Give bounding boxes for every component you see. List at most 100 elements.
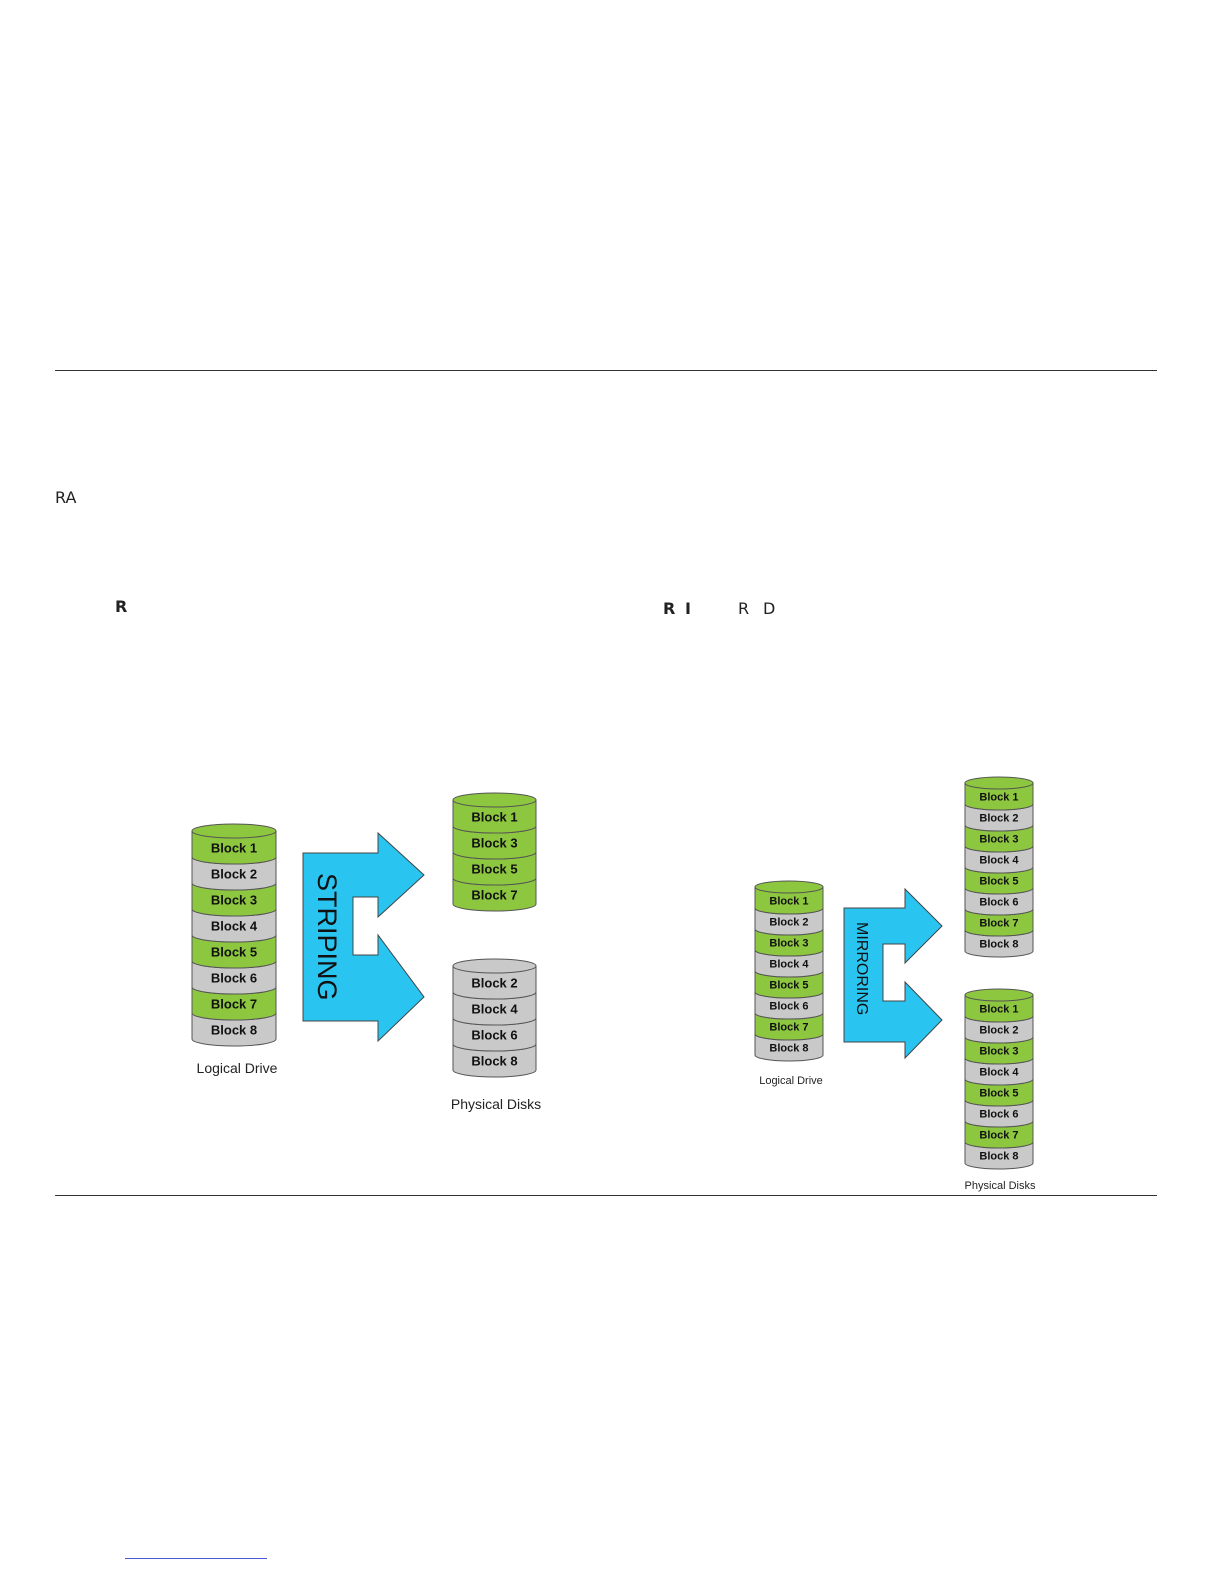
disk-segment — [191, 986, 277, 1021]
striping-physical-disk-1: Block 7 Block 5 Block 3 Block 1 — [452, 792, 537, 912]
mirroring-logical-caption: Logical Drive — [759, 1075, 823, 1087]
disk-segment — [191, 1012, 277, 1047]
disk-segment — [191, 830, 277, 865]
disk-segment — [754, 1033, 824, 1062]
disk-segment — [964, 1015, 1034, 1044]
block-label: Block 7 — [211, 996, 257, 1011]
disk-segment-top — [754, 880, 824, 894]
block-label: Block 5 — [979, 876, 1018, 888]
disk-segment — [452, 1043, 537, 1078]
block-label: Block 6 — [979, 1109, 1018, 1121]
disk-segment — [191, 856, 277, 891]
striping-logical-caption: Logical Drive — [197, 1060, 278, 1076]
block-label: Block 6 — [211, 970, 257, 985]
block-label: Block 2 — [979, 1025, 1018, 1037]
block-label: Block 8 — [211, 1022, 257, 1037]
disk-segment — [452, 851, 537, 886]
block-label: Block 3 — [769, 938, 808, 950]
disk-segment-top — [191, 823, 277, 839]
striping-physical-caption: Physical Disks — [451, 1096, 541, 1112]
block-label: Block 6 — [979, 897, 1018, 909]
block-label: Block 2 — [471, 975, 517, 990]
left-heading-fragment: R — [115, 597, 128, 616]
disk-segment — [964, 1057, 1034, 1086]
block-label: Block 2 — [979, 813, 1018, 825]
disk-segment-top — [452, 958, 537, 974]
mirroring-physical-caption: Physical Disks — [965, 1180, 1036, 1192]
block-label: Block 6 — [769, 1001, 808, 1013]
disk-segment — [964, 824, 1034, 853]
block-label: Block 4 — [979, 855, 1019, 867]
block-label: Block 7 — [769, 1022, 808, 1034]
right-heading-fragment-a: R — [663, 599, 676, 618]
disk-segment — [964, 782, 1034, 811]
mirroring-arrow-label: MIRRORING — [853, 922, 870, 1015]
disk-segment — [754, 928, 824, 957]
disk-segment — [452, 1017, 537, 1052]
block-label: Block 4 — [471, 1001, 518, 1016]
block-label: Block 3 — [471, 835, 517, 850]
block-label: Block 1 — [211, 840, 257, 855]
striping-arrow — [302, 831, 425, 1043]
block-label: Block 5 — [211, 944, 257, 959]
top-divider — [55, 370, 1157, 371]
block-label: Block 5 — [471, 861, 517, 876]
disk-segment — [964, 1036, 1034, 1065]
block-label: Block 8 — [471, 1053, 517, 1068]
disk-segment — [754, 949, 824, 978]
block-label: Block 7 — [471, 887, 517, 902]
disk-segment — [191, 882, 277, 917]
disk-segment — [964, 845, 1034, 874]
disk-segment-top — [964, 988, 1034, 1002]
disk-segment-top — [964, 776, 1034, 790]
disk-segment — [452, 991, 537, 1026]
right-heading-fragment-c: R — [738, 599, 750, 618]
disk-segment — [754, 1012, 824, 1041]
block-label: Block 1 — [979, 1004, 1018, 1016]
link-underline — [125, 1558, 267, 1559]
disk-segment — [452, 877, 537, 912]
block-label: Block 5 — [979, 1088, 1018, 1100]
striping-logical-drive: Block 8 Block 7 Block 6 Block 5 Block 4 Block… — [191, 823, 277, 1047]
block-label: Block 5 — [769, 980, 808, 992]
mirroring-physical-disk-2: Block 8 Block 7 Block 6 Block 5 Block 4 Block… — [964, 988, 1034, 1170]
disk-segment — [964, 887, 1034, 916]
disk-segment — [754, 970, 824, 999]
striping-diagram: Block 8 Block 7 Block 6 Block 5 Block 4 Block… — [191, 792, 541, 1112]
block-label: Block 2 — [211, 866, 257, 881]
mirroring-diagram: Block 8 Block 7 Block 6 Block 5 Block 4 Block… — [754, 776, 1036, 1192]
disk-segment — [191, 934, 277, 969]
disk-segment — [452, 799, 537, 834]
disk-segment-top — [452, 792, 537, 808]
block-label: Block 7 — [979, 1130, 1018, 1142]
disk-segment — [964, 1120, 1034, 1149]
disk-segment — [754, 907, 824, 936]
bottom-divider — [55, 1195, 1157, 1196]
disk-segment — [191, 960, 277, 995]
striping-arrow-label: STRIPING — [312, 873, 342, 1001]
disk-segment — [452, 825, 537, 860]
left-margin-fragment: RA — [55, 488, 77, 507]
block-label: Block 3 — [211, 892, 257, 907]
disk-segment — [964, 1099, 1034, 1128]
block-label: Block 8 — [979, 1151, 1018, 1163]
disk-segment — [452, 965, 537, 1000]
block-label: Block 4 — [979, 1067, 1019, 1079]
block-label: Block 8 — [769, 1043, 808, 1055]
block-label: Block 1 — [471, 809, 517, 824]
disk-segment — [754, 991, 824, 1020]
block-label: Block 3 — [979, 834, 1018, 846]
disk-segment — [964, 929, 1034, 958]
block-label: Block 4 — [211, 918, 258, 933]
disk-segment — [754, 886, 824, 915]
disk-segment — [191, 908, 277, 943]
block-label: Block 7 — [979, 918, 1018, 930]
block-label: Block 1 — [769, 896, 808, 908]
disk-segment — [964, 994, 1034, 1023]
disk-segment — [964, 866, 1034, 895]
disk-segment — [964, 1078, 1034, 1107]
